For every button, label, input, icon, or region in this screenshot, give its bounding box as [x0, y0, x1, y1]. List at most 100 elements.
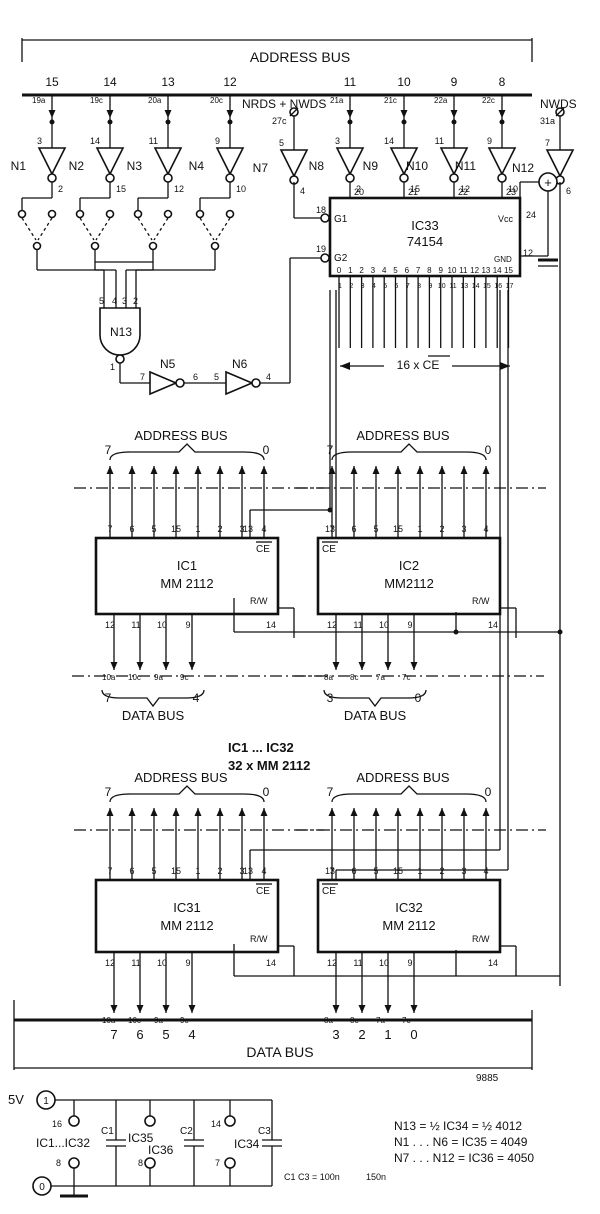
ic32-address-bus-label: ADDRESS BUS — [356, 770, 450, 785]
ic33-output-5: 5 — [393, 266, 398, 275]
inverter-n3-out-pin: 12 — [174, 184, 184, 194]
inverter-n8 — [335, 147, 365, 176]
inverter-n9-label: N9 — [363, 159, 379, 173]
ic31-name: IC31 — [173, 900, 200, 915]
c3-label: C3 — [258, 1126, 271, 1137]
ic2-name: IC2 — [399, 558, 419, 573]
ic33-output-pin-9: 9 — [428, 283, 432, 290]
ic33-gnd-pin: 12 — [523, 248, 533, 258]
decoder-ic33: IC33 74154 G1 G2 18 19 Vcc GND 24 12 011… — [316, 196, 536, 348]
ic33-g2-pin: 19 — [316, 244, 326, 254]
inverter-n1-in-pin: 3 — [37, 136, 42, 146]
inverter-n2-label: N2 — [69, 159, 85, 173]
inverter-n4 — [215, 147, 245, 176]
bottom-data-bus: DATA BUS 9885 — [13, 1000, 533, 1084]
ic33-output-13: 13 — [481, 266, 490, 275]
legend-line-2: N1 . . . N6 = IC35 = 4049 — [394, 1135, 528, 1149]
inverter-n11 — [487, 147, 517, 176]
inverter-n9-in-pin: 14 — [384, 136, 394, 146]
ic1-data-pin-2: 10 — [157, 620, 167, 630]
ic33-part: 74154 — [407, 234, 443, 249]
inverter-n11-in-pin: 9 — [487, 136, 492, 146]
ic2-data-bit-high: 3 — [327, 691, 334, 705]
ic32-data-pin-2: 10 — [379, 958, 389, 968]
ic31-addr-pin-4: 1 — [195, 866, 200, 876]
ic1-part: MM 2112 — [160, 576, 213, 591]
ic33-name: IC33 — [411, 218, 438, 233]
address-pin-22c: 22c — [482, 96, 495, 105]
ic31-rw-label: R/W — [250, 934, 268, 944]
n13-pin-3: 3 — [122, 296, 127, 306]
inverter-n12-label: N12 — [512, 161, 534, 175]
ic33-in-pin-22: 22 — [458, 187, 468, 197]
ic32-addr-pin-6: 3 — [461, 866, 466, 876]
ic32-addr-pin-4: 1 — [417, 866, 422, 876]
ic2-address-bus-label: ADDRESS BUS — [356, 428, 450, 443]
ic1-addr-pin-2: 5 — [151, 524, 156, 534]
ic1-data-bus-label: DATA BUS — [122, 708, 185, 723]
ic32-data-bit-0: 3 — [332, 1027, 339, 1042]
ic33-output-pin-4: 4 — [372, 283, 376, 290]
ic33-vcc: Vcc — [498, 214, 514, 224]
ic2-addr-pin-5: 2 — [439, 524, 444, 534]
figure-number: 9885 — [476, 1073, 499, 1084]
ic2-bus-pin-8c: 8c — [350, 673, 358, 682]
plus-sign: + — [544, 175, 552, 190]
range-note-line2: 32 x MM 2112 — [228, 758, 310, 773]
ic32-bus-bit-low: 0 — [485, 785, 492, 799]
inverter-n2-out-pin: 15 — [116, 184, 126, 194]
top-inverters: N132N21415N31112N4910N754N832N91415N1011… — [11, 107, 575, 986]
ic33-output-0: 0 — [337, 266, 342, 275]
ic31-addr-pin-1: 6 — [129, 866, 134, 876]
ic32-data-pin-1: 11 — [353, 958, 362, 968]
ic1-data-bit-high: 7 — [105, 691, 112, 705]
inverter-n12-in-pin: 7 — [545, 138, 550, 148]
ic32-ce-label: CE — [322, 886, 336, 897]
inverter-n10 — [439, 147, 469, 176]
ce-bundle-label: 16 x CE — [397, 358, 440, 372]
ic31-addr-pin-5: 2 — [217, 866, 222, 876]
ic33-output-pin-5: 5 — [383, 283, 387, 290]
legend-line-3: N7 . . . N12 = IC36 = 4050 — [394, 1151, 534, 1165]
ic1-bus-pin-9a: 9a — [154, 673, 163, 682]
ic1-rw-label: R/W — [250, 596, 268, 606]
n13-pin-1: 1 — [110, 362, 115, 372]
ic1-ce-label: CE — [256, 544, 270, 555]
ic1-data-bit-low: 4 — [193, 691, 200, 705]
n13-label: N13 — [110, 325, 132, 339]
inverter-n10-in-pin: 11 — [435, 136, 444, 146]
ic34-label: IC34 — [234, 1137, 260, 1151]
ic1-addr-pin-3: 15 — [171, 524, 181, 534]
ic2-data-bit-low: 0 — [415, 691, 422, 705]
vcc-plus-node: + — [538, 172, 558, 192]
inverter-n2-in-pin: 14 — [90, 136, 100, 146]
address-bit-11: 11 — [344, 75, 357, 89]
inverter-n5-in-pin: 7 — [140, 372, 145, 382]
ic2-data-bus-label: DATA BUS — [344, 708, 407, 723]
inverter-n5 — [149, 370, 179, 396]
ic33-output-10: 10 — [448, 266, 457, 275]
ic2-ce-label: CE — [322, 544, 336, 555]
address-bit-12: 12 — [223, 75, 237, 89]
address-pin-21a: 21a — [330, 96, 344, 105]
ic31-data-bit-2: 5 — [162, 1027, 169, 1042]
ic33-output-6: 6 — [405, 266, 410, 275]
ic33-output-14: 14 — [493, 266, 502, 275]
address-bit-10: 10 — [397, 75, 411, 89]
inverter-n6-out-pin: 4 — [266, 372, 271, 382]
ic2-data-pin-1: 11 — [353, 620, 362, 630]
ic33-output-8: 8 — [427, 266, 432, 275]
inverter-n10-label: N10 — [406, 159, 428, 173]
power-decoupling: 5V 1 0 IC1...IC32 16 8 IC35 IC36 1 8 IC3… — [8, 1090, 386, 1198]
inverter-n6-in-pin: 5 — [214, 372, 219, 382]
ic1-bus-bit-high: 7 — [105, 443, 112, 457]
c2-label: C2 — [180, 1126, 193, 1137]
ic32-addr-pin-3: 15 — [393, 866, 403, 876]
ic1-addr-pin-0: 7 — [107, 524, 112, 534]
ic33-output-pin-3: 3 — [361, 283, 365, 290]
ic32-rw-pin: 14 — [488, 958, 498, 968]
